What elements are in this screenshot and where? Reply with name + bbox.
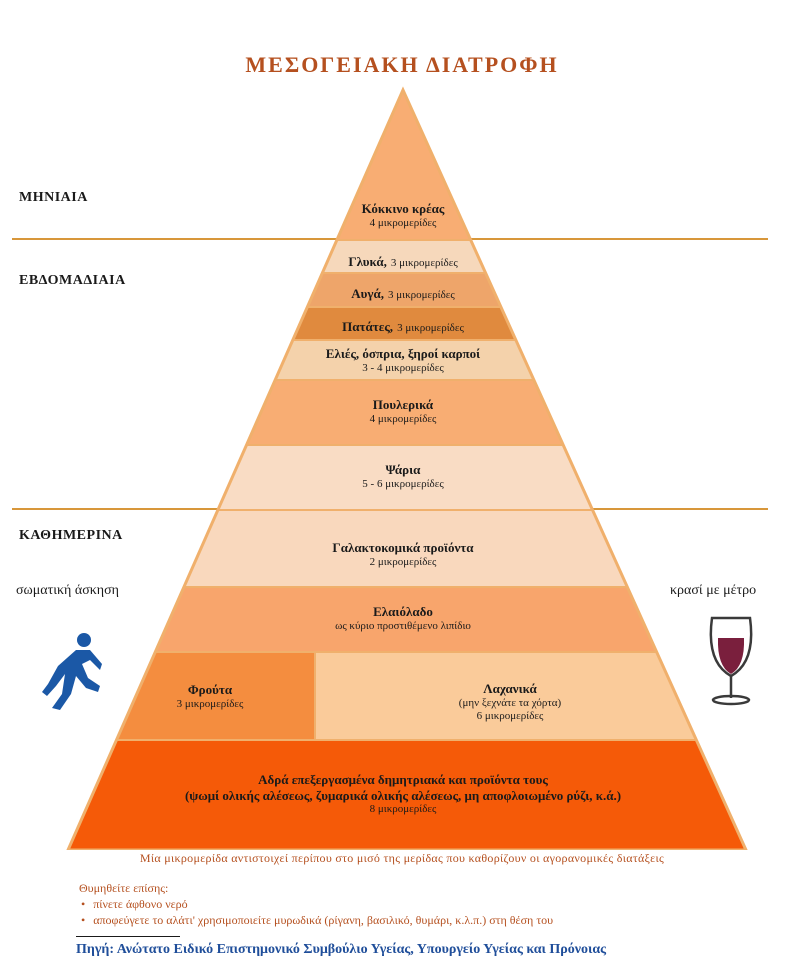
food-pyramid	[66, 86, 748, 850]
pyramid-outline	[66, 86, 748, 850]
level-olive-oil-name: Ελαιόλαδο	[373, 604, 433, 619]
level-fruits-name: Φρούτα	[187, 682, 233, 697]
level-dairy: Γαλακτοκομικά προϊόντα 2 μικρομερίδες	[200, 540, 606, 569]
level-olives-name: Ελιές, όσπρια, ξηροί καρποί	[325, 346, 481, 361]
level-dairy-servings: 2 μικρομερίδες	[369, 555, 437, 568]
level-poultry: Πουλερικά 4 μικρομερίδες	[250, 397, 556, 426]
level-vegetables-note: (μην ξεχνάτε τα χόρτα)	[458, 696, 562, 709]
serving-note: Μία μικρομερίδα αντιστοιχεί περίπου στο …	[139, 851, 665, 865]
level-poultry-name: Πουλερικά	[372, 397, 434, 412]
source-citation: Πηγή: Ανώτατο Ειδικό Επιστημονικό Συμβού…	[76, 942, 607, 957]
reminder-item: αποφεύγετε το αλάτι' χρησιμοποιείτε μυρω…	[81, 913, 553, 928]
level-eggs-servings: 3 μικρομερίδες	[387, 289, 455, 301]
level-fruits: Φρούτα 3 μικρομερίδες	[140, 682, 280, 711]
level-whole-grains: Αδρά επεξεργασμένα δημητριακά και προϊόν…	[90, 772, 716, 816]
level-sweets-servings: 3 μικρομερίδες	[390, 257, 458, 269]
level-olives-servings: 3 - 4 μικρομερίδες	[362, 361, 444, 374]
level-olive-oil: Ελαιόλαδο ως κύριο προστιθέμενο λιπίδιο	[180, 604, 626, 633]
level-vegetables-servings: 6 μικρομερίδες	[476, 709, 544, 722]
level-potatoes-name: Πατάτες,	[342, 319, 394, 334]
level-red-meat-servings: 4 μικρομερίδες	[369, 216, 437, 229]
reminder-item: πίνετε άφθονο νερό	[81, 897, 187, 912]
level-potatoes-servings: 3 μικρομερίδες	[397, 322, 464, 334]
pyramid-bands	[66, 87, 748, 850]
wine-label: κρασί με μέτρο	[670, 583, 757, 598]
level-eggs-name: Αυγά,	[351, 286, 384, 301]
label-monthly: ΜΗΝΙΑΙΑ	[19, 190, 88, 205]
label-daily: ΚΑΘΗΜΕΡΙΝΑ	[19, 528, 123, 543]
level-red-meat: Κόκκινο κρέας 4 μικρομερίδες	[330, 201, 476, 230]
level-grains-servings: 8 μικρομερίδες	[369, 803, 437, 816]
label-weekly: ΕΒΔΟΜΑΔΙΑΙΑ	[19, 273, 126, 288]
level-olives-legumes-nuts: Ελιές, όσπρια, ξηροί καρποί 3 - 4 μικρομ…	[270, 346, 536, 375]
level-grains-examples: (ψωμί ολικής αλέσεως, ζυμαρικά ολικής αλ…	[184, 787, 622, 803]
level-vegetables-name: Λαχανικά	[483, 681, 537, 696]
level-fish: Ψάρια 5 - 6 μικρομερίδες	[230, 462, 576, 491]
level-potatoes: Πατάτες, 3 μικρομερίδες	[280, 317, 526, 336]
page-title: ΜΕΣΟΓΕΙΑΚΗ ΔΙΑΤΡΟΦΗ	[245, 52, 559, 77]
level-fish-servings: 5 - 6 μικρομερίδες	[362, 477, 444, 490]
level-sweets: Γλυκά, 3 μικρομερίδες	[300, 252, 506, 271]
level-olive-oil-servings: ως κύριο προστιθέμενο λιπίδιο	[335, 619, 471, 632]
level-poultry-servings: 4 μικρομερίδες	[369, 412, 437, 425]
level-grains-name: Αδρά επεξεργασμένα δημητριακά και προϊόν…	[258, 772, 548, 787]
level-fruits-servings: 3 μικρομερίδες	[176, 697, 244, 710]
reminders-heading: Θυμηθείτε επίσης:	[79, 881, 169, 895]
source-divider	[76, 936, 180, 937]
level-sweets-name: Γλυκά,	[348, 254, 387, 269]
running-person-icon	[42, 633, 102, 710]
level-red-meat-name: Κόκκινο κρέας	[361, 201, 445, 216]
level-fish-name: Ψάρια	[385, 462, 421, 477]
level-dairy-name: Γαλακτοκομικά προϊόντα	[332, 540, 474, 555]
level-vegetables: Λαχανικά (μην ξεχνάτε τα χόρτα) 6 μικρομ…	[360, 681, 660, 723]
wine-glass-icon	[709, 616, 753, 706]
exercise-label: σωματική άσκηση	[16, 583, 119, 598]
level-eggs: Αυγά, 3 μικρομερίδες	[290, 284, 516, 303]
